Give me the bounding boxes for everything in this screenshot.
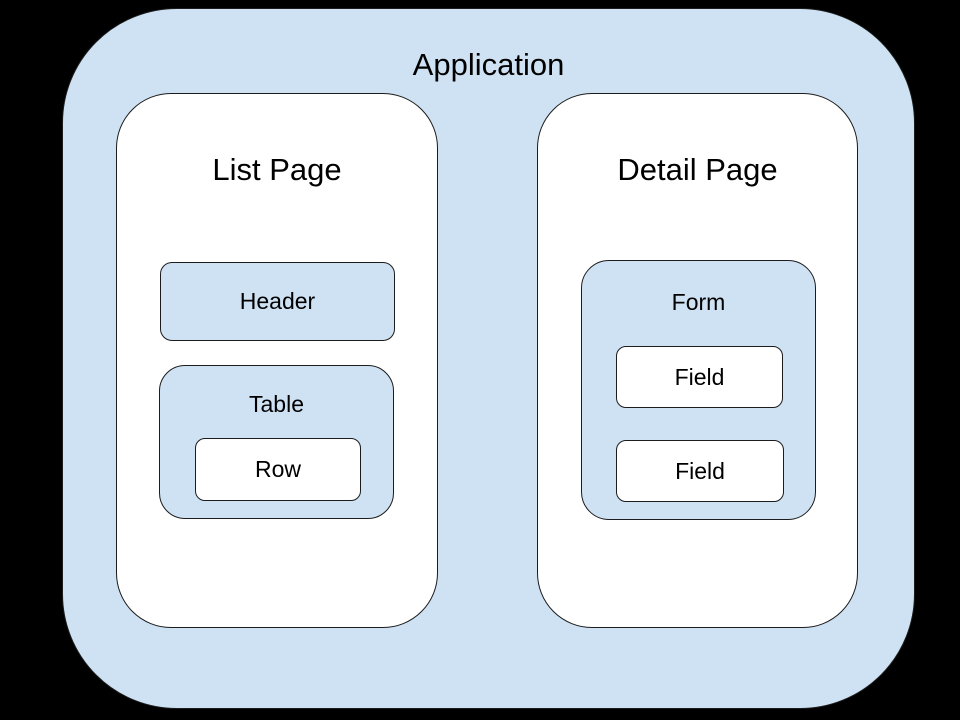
header-label: Header	[239, 288, 316, 314]
application-container: Application List Page Header Table Row D…	[62, 8, 915, 709]
header-box: Header	[160, 262, 395, 341]
field-box-2: Field	[616, 440, 784, 502]
table-label: Table	[249, 391, 304, 417]
list-page-box: List Page Header Table Row	[116, 93, 438, 628]
field-box-1: Field	[616, 346, 783, 408]
form-box: Form Field Field	[581, 260, 816, 520]
row-label: Row	[254, 456, 301, 482]
field-label-1: Field	[674, 363, 725, 390]
field-label-2: Field	[675, 457, 725, 484]
row-box: Row	[195, 438, 361, 501]
detail-page-title: Detail Page	[617, 152, 778, 187]
form-label: Form	[671, 289, 726, 315]
detail-page-box: Detail Page Form Field Field	[537, 93, 858, 628]
table-box: Table Row	[159, 365, 394, 519]
application-title: Application	[412, 47, 565, 82]
list-page-title: List Page	[212, 152, 342, 187]
